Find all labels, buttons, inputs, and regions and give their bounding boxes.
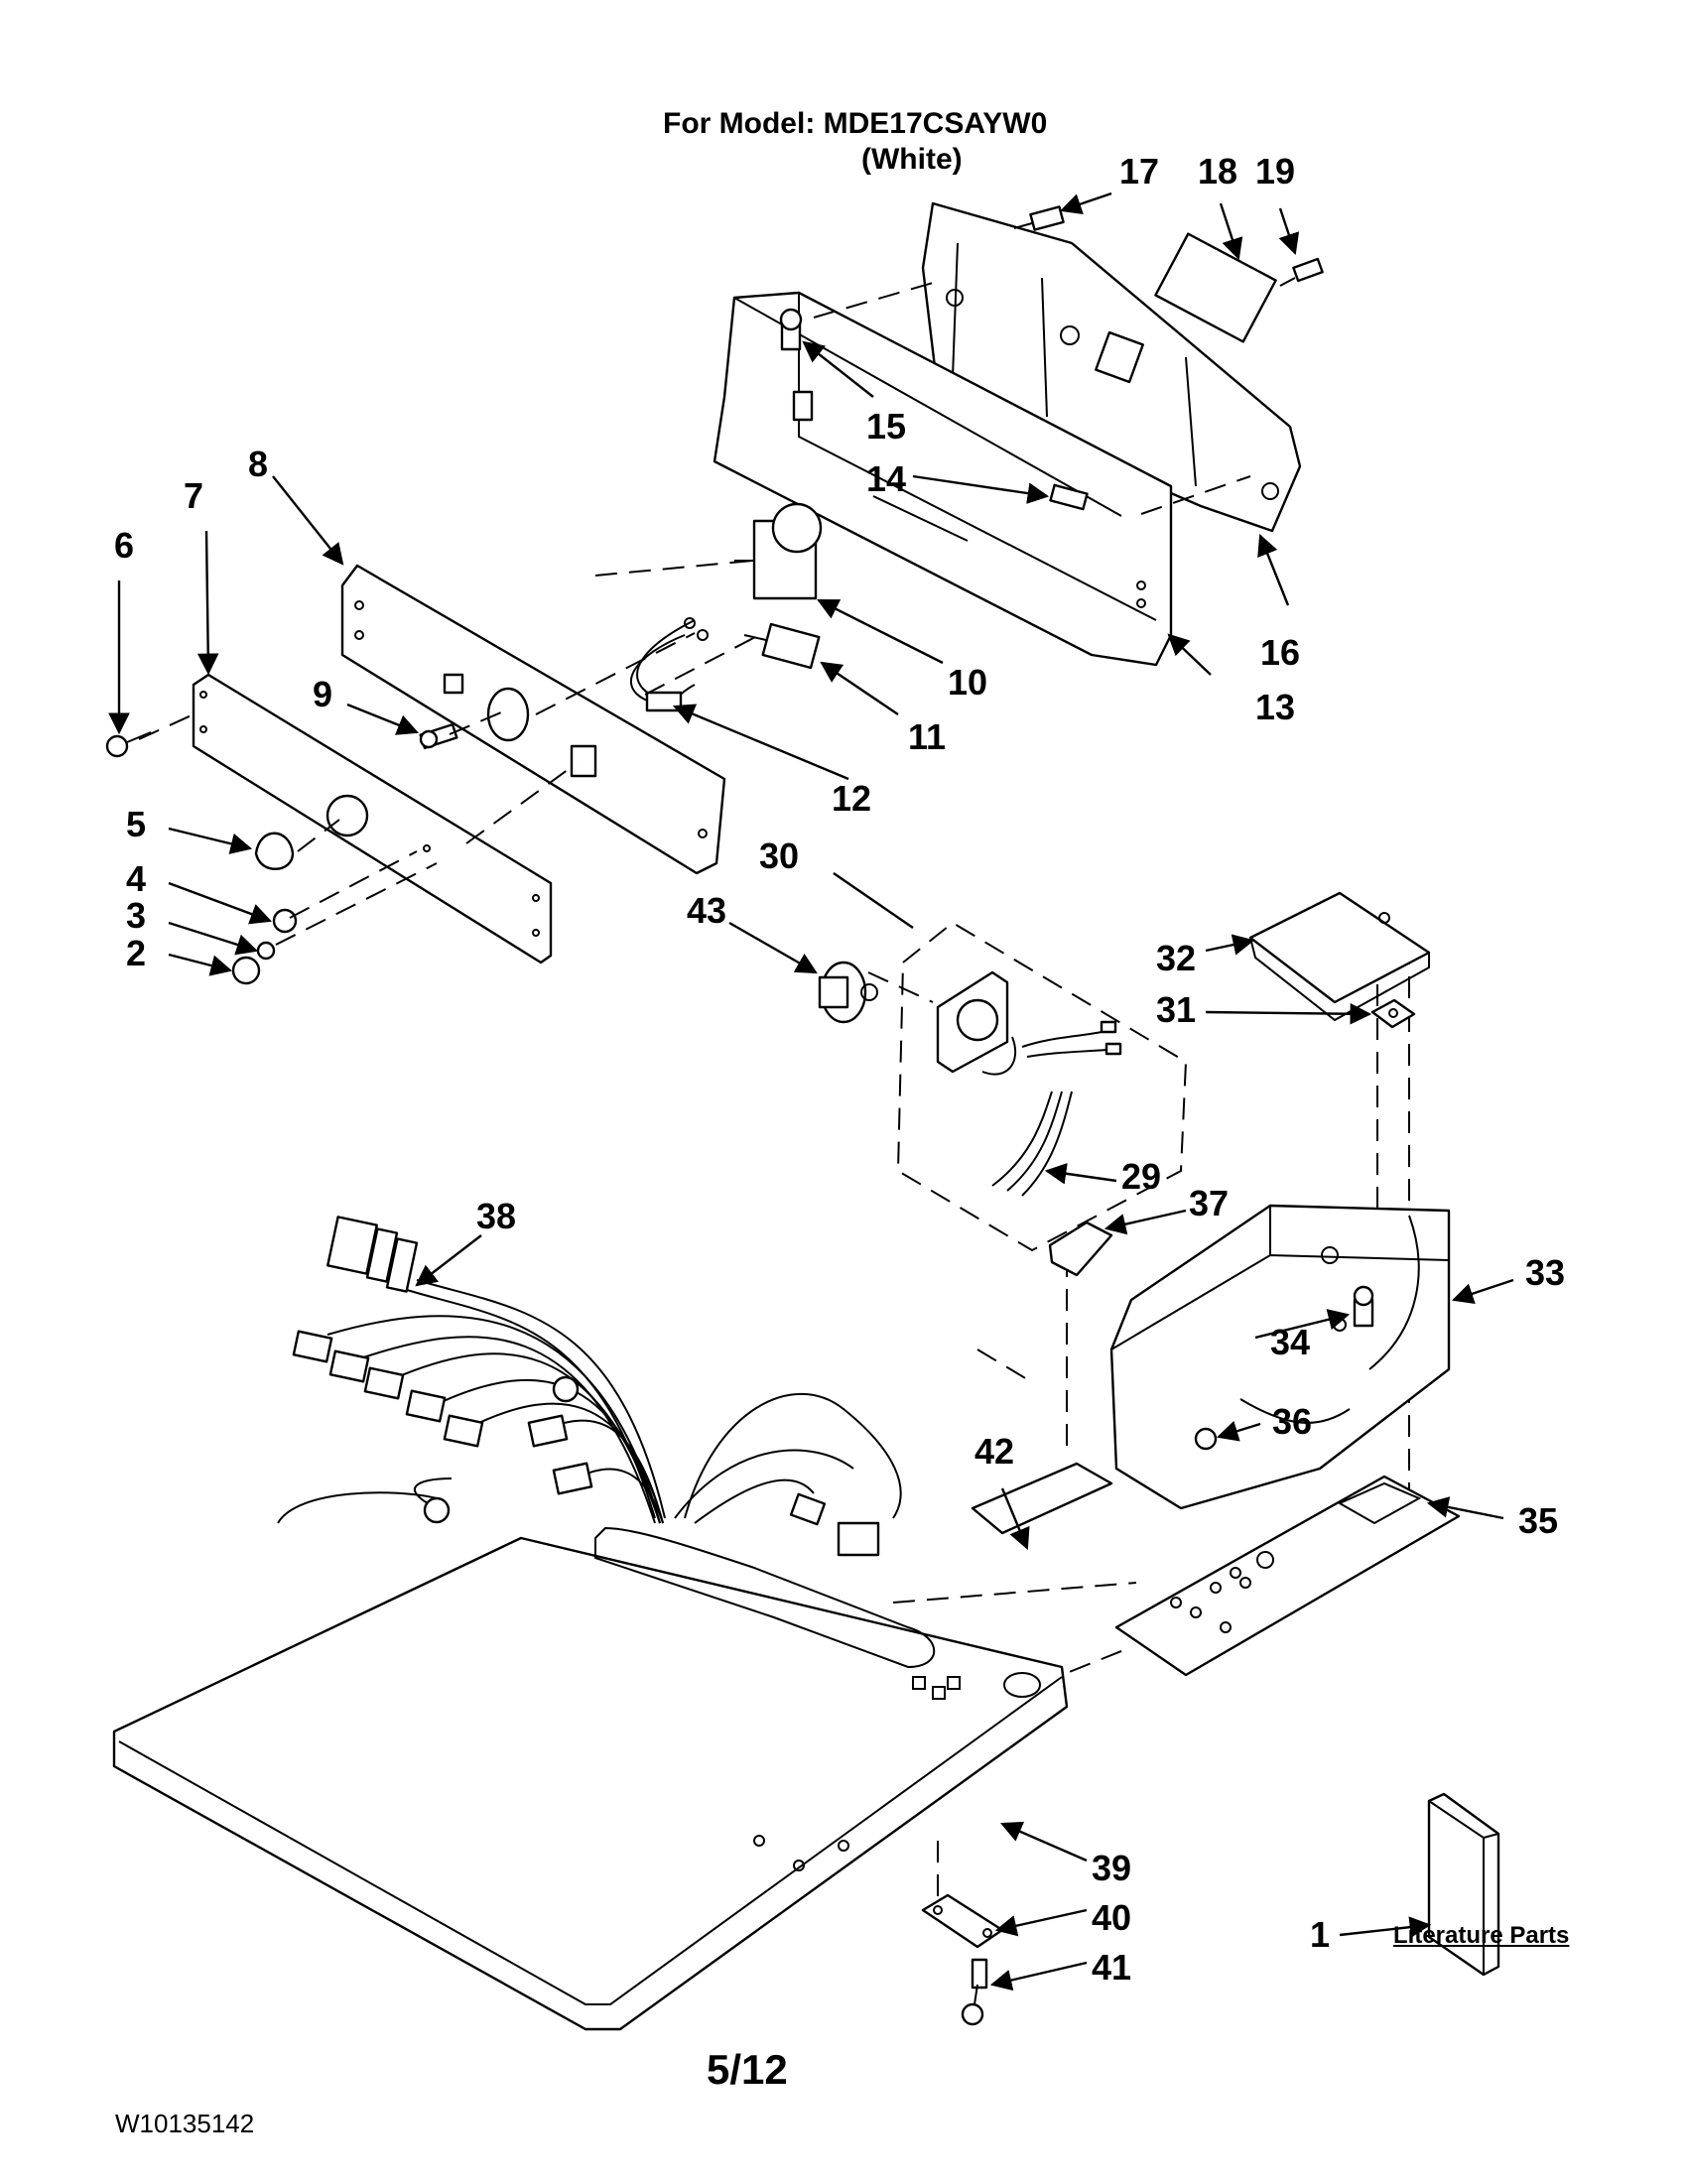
callout-16: 16	[1260, 632, 1300, 673]
retainer-ring	[256, 941, 276, 961]
callout-9: 9	[313, 674, 332, 714]
literature-booklet	[1427, 1792, 1500, 1977]
small-bracket	[1154, 232, 1277, 343]
callout-labels: 17 18 19 15 14 8 7 6 16 13 10 9 11 12 5 …	[114, 151, 1565, 1988]
callout-7: 7	[184, 475, 203, 516]
callout-41: 41	[1092, 1947, 1131, 1988]
callout-17: 17	[1119, 151, 1159, 192]
callout-33: 33	[1525, 1252, 1565, 1293]
bracket-37	[1048, 1220, 1113, 1277]
callout-10: 10	[948, 662, 987, 703]
screw-41	[961, 1958, 988, 2026]
page-number: 5/12	[707, 2046, 788, 2093]
callout-15: 15	[866, 406, 906, 447]
literature-parts-label: Literature Parts	[1393, 1922, 1570, 1949]
terminal-cover-32	[1248, 891, 1431, 1022]
callout-30: 30	[759, 835, 799, 876]
screw-14	[1049, 483, 1089, 511]
callout-5: 5	[126, 804, 146, 844]
console-harness	[629, 617, 709, 712]
callout-13: 13	[1255, 687, 1295, 727]
screw-15	[779, 308, 803, 351]
model-title: For Model: MDE17CSAYW0	[663, 107, 1048, 140]
callout-3: 3	[126, 895, 146, 936]
nut-36	[1194, 1427, 1218, 1451]
terminal-block-29	[936, 970, 1122, 1197]
dial-43	[818, 961, 878, 1024]
callout-32: 32	[1156, 938, 1196, 978]
callout-14: 14	[866, 458, 906, 499]
terminal-box-33	[1109, 1204, 1451, 1510]
control-panel-rear	[340, 564, 726, 875]
callout-12: 12	[832, 778, 871, 819]
callout-36: 36	[1272, 1401, 1312, 1442]
clip-31	[1370, 998, 1416, 1029]
callout-38: 38	[476, 1196, 516, 1236]
screw-17	[1013, 205, 1065, 231]
top-panel-39	[112, 1526, 1069, 2031]
callout-11: 11	[908, 716, 946, 757]
callout-42: 42	[974, 1431, 1014, 1472]
screw-19	[1279, 257, 1324, 287]
screw-34	[1353, 1285, 1374, 1328]
wire-harness-38	[277, 1216, 902, 1557]
callout-35: 35	[1518, 1500, 1558, 1541]
signal-button	[231, 956, 261, 985]
leader-lines	[108, 192, 1514, 1991]
rear-bracket-plate	[921, 201, 1302, 533]
callout-39: 39	[1092, 1848, 1131, 1888]
push-switch	[743, 622, 821, 670]
callout-29: 29	[1121, 1156, 1161, 1197]
callout-37: 37	[1189, 1183, 1229, 1223]
screw-6	[105, 731, 152, 758]
document-id: W10135142	[115, 2109, 255, 2138]
callout-2: 2	[126, 933, 146, 973]
callout-19: 19	[1255, 151, 1295, 192]
control-knob	[254, 832, 295, 870]
callout-34: 34	[1270, 1322, 1310, 1362]
callout-1: 1	[1310, 1914, 1330, 1955]
plate-42	[971, 1462, 1113, 1535]
callout-31: 31	[1156, 989, 1196, 1030]
bracket-40	[921, 1893, 1004, 1949]
timer	[734, 502, 823, 600]
screw-9	[419, 722, 458, 750]
callout-4: 4	[126, 858, 146, 899]
model-color: (White)	[861, 143, 963, 176]
callout-8: 8	[248, 444, 268, 484]
callout-43: 43	[687, 890, 726, 931]
terminal-plate-35	[1114, 1475, 1461, 1677]
callout-6: 6	[114, 525, 134, 566]
signal-lens	[272, 908, 298, 934]
callout-40: 40	[1092, 1897, 1131, 1938]
callout-18: 18	[1198, 151, 1237, 192]
terminal-assembly-box	[896, 921, 1188, 1252]
